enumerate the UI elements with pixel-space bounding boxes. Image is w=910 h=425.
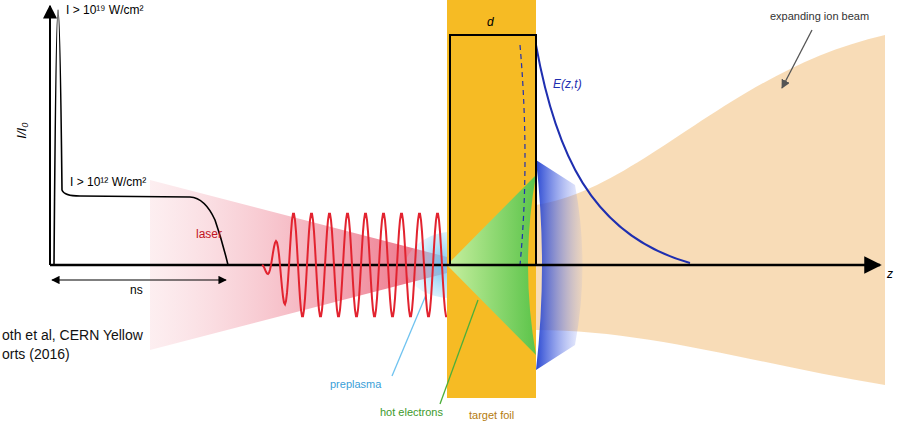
target-foil: target foil (447, 0, 536, 425)
preplasma-label: preplasma (330, 378, 381, 391)
intensity-peak: I > 10¹⁹ W/cm² (66, 4, 143, 18)
z-axis-label: z (887, 268, 893, 282)
foil-outline (450, 35, 536, 265)
intensity-pedestal: I > 10¹² W/cm² (70, 176, 146, 190)
intensity-axis (49, 6, 51, 265)
field-curve (536, 45, 690, 263)
laser-wave (262, 214, 447, 316)
ion-beam-leader (782, 30, 812, 88)
field-dashed (520, 45, 525, 265)
thickness-label: d (487, 16, 494, 30)
field-label: E(z,t) (553, 78, 582, 92)
axis-label: I/I₀ (15, 122, 30, 138)
ion-beam-label: expanding ion beam (770, 10, 869, 23)
duration-label: ns (130, 284, 143, 298)
laser-label: laser (196, 228, 222, 242)
citation-line: orts (2016) (2, 346, 70, 362)
hot-electron-label: hot electrons (380, 406, 443, 419)
ion-beam (536, 35, 885, 385)
duration-arrow (52, 279, 226, 280)
z-axis (50, 264, 880, 267)
target-foil-body (447, 0, 536, 398)
citation-line: oth et al, CERN Yellow (2, 327, 143, 343)
node-label: target foil (469, 409, 514, 421)
pulse-profile (50, 10, 228, 265)
